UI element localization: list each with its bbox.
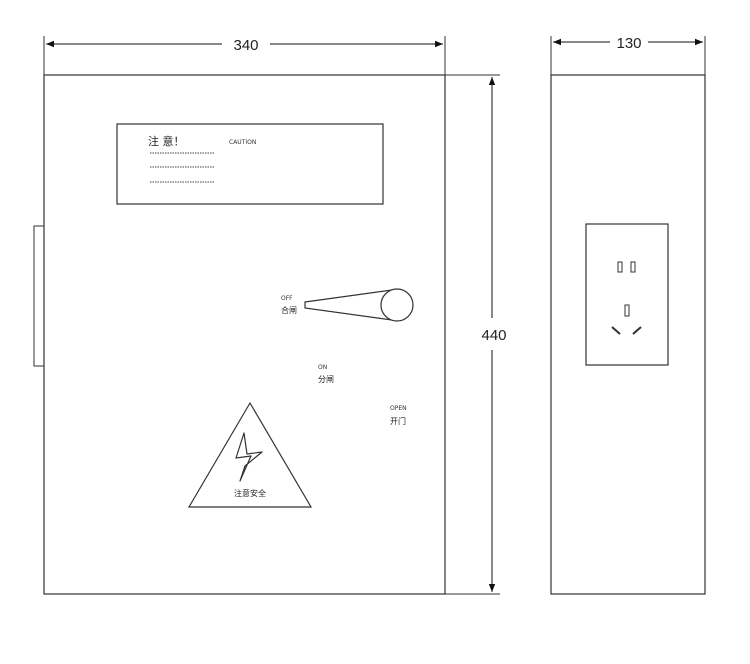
socket-slot-right-angled: [632, 326, 642, 335]
height-label: 440: [481, 327, 506, 344]
caution-title-en: CAUTION: [229, 139, 256, 146]
front-width-label: 340: [233, 37, 258, 54]
socket-slot-earth: [624, 304, 630, 317]
caution-title-cn: 注 意！: [148, 134, 185, 148]
door-handle-knob: [380, 288, 414, 322]
label-on-en: ON: [318, 364, 327, 371]
socket-slot-left-angled: [611, 326, 621, 335]
front-view-body: [43, 74, 446, 595]
power-socket: [585, 223, 669, 366]
socket-slot-top-right: [630, 261, 636, 273]
lightning-bolt-icon: [235, 432, 263, 482]
label-on-cn: 分闸: [318, 375, 334, 384]
warning-sign-text: 注意安全: [234, 488, 266, 498]
label-open-cn: 开门: [390, 416, 406, 426]
label-open-en: OPEN: [390, 405, 407, 412]
side-width-label: 130: [616, 35, 641, 52]
socket-slot-top-left: [617, 261, 623, 273]
label-off-cn: 合闸: [281, 305, 297, 315]
door-hinge: [33, 225, 45, 367]
caution-panel: [116, 123, 384, 205]
label-off-en: OFF: [281, 295, 293, 302]
warning-triangle: [187, 401, 313, 508]
side-view-body: [550, 74, 706, 595]
